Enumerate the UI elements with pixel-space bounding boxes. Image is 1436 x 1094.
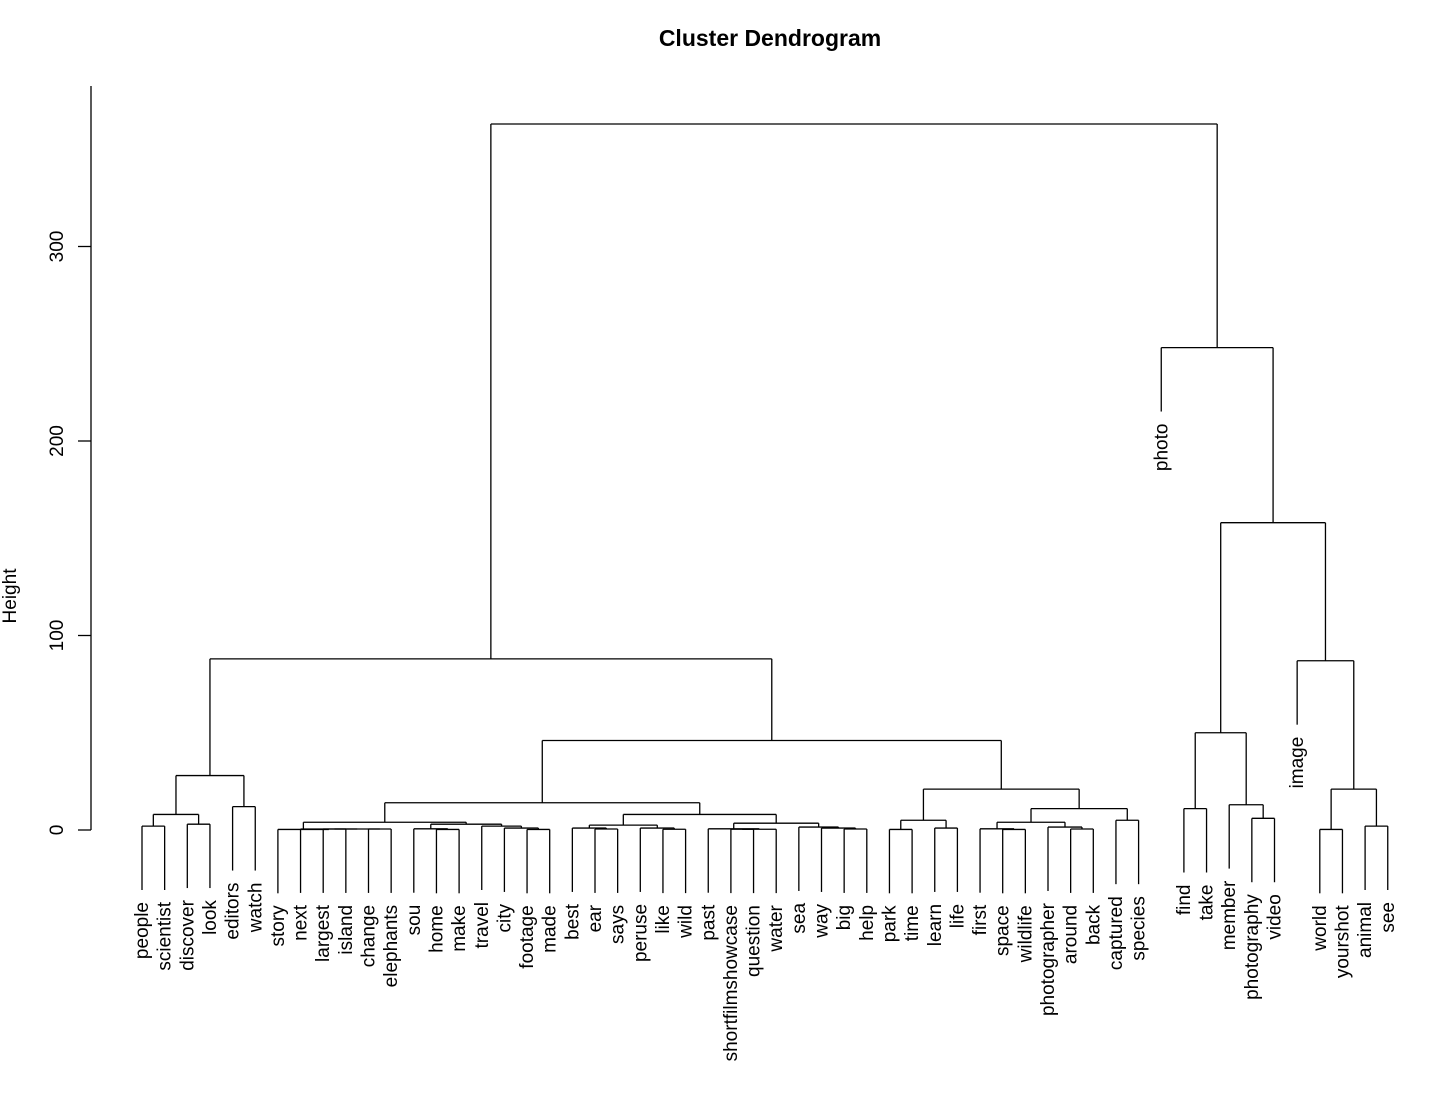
leaf-label-watch: watch <box>245 883 266 934</box>
leaf-label-island: island <box>336 905 357 955</box>
leaf-label-shortfilmshowcase: shortfilmshowcase <box>721 905 742 1061</box>
y-tick-label-300: 300 <box>47 231 68 263</box>
dendrogram-tree <box>141 123 1389 894</box>
leaf-label-change: change <box>359 905 380 967</box>
leaf-label-sea: sea <box>789 903 810 934</box>
leaf-label-yourshot: yourshot <box>1332 905 1353 979</box>
y-tick-label-200: 200 <box>47 425 68 457</box>
leaf-label-take: take <box>1197 884 1218 920</box>
leaf-label-way: way <box>812 903 833 938</box>
leaf-label-elephants: elephants <box>381 905 402 987</box>
leaf-label-made: made <box>540 905 561 953</box>
leaf-label-around: around <box>1061 905 1082 964</box>
leaf-label-footage: footage <box>517 905 538 968</box>
leaf-label-learn: learn <box>925 904 946 946</box>
leaf-label-big: big <box>834 905 855 930</box>
leaf-label-wildlife: wildlife <box>1015 905 1036 963</box>
chart-title: Cluster Dendrogram <box>659 25 881 51</box>
leaf-label-editors: editors <box>223 883 244 940</box>
leaf-label-discover: discover <box>177 899 198 970</box>
leaf-label-see: see <box>1378 902 1399 933</box>
leaf-label-peruse: peruse <box>630 904 651 962</box>
leaf-label-next: next <box>291 904 312 941</box>
leaf-label-video: video <box>1265 894 1286 939</box>
leaf-label-member: member <box>1219 880 1240 950</box>
leaf-label-city: city <box>494 903 515 932</box>
leaf-label-captured: captured <box>1106 896 1127 970</box>
leaf-label-park: park <box>879 905 900 942</box>
leaf-label-says: says <box>608 905 629 944</box>
leaf-label-water: water <box>766 904 787 952</box>
leaf-label-like: like <box>653 905 674 934</box>
leaf-label-photography: photography <box>1242 894 1263 1000</box>
leaf-label-life: life <box>947 904 968 928</box>
leaf-label-ear: ear <box>585 904 606 932</box>
y-axis-label: Height <box>0 568 21 624</box>
leaf-label-sou: sou <box>404 905 425 936</box>
leaf-label-best: best <box>562 903 583 940</box>
leaf-label-make: make <box>449 905 470 951</box>
y-axis: 0 100 200 300 <box>47 86 92 836</box>
leaf-label-people: people <box>132 902 153 959</box>
leaf-label-story: story <box>268 905 289 947</box>
leaf-label-travel: travel <box>472 902 493 948</box>
leaf-label-back: back <box>1083 904 1104 945</box>
y-tick-label-100: 100 <box>47 620 68 652</box>
leaf-label-wild: wild <box>676 905 697 939</box>
leaf-label-look: look <box>200 900 221 935</box>
leaf-label-find: find <box>1174 884 1195 915</box>
leaf-label-world: world <box>1310 905 1331 951</box>
leaf-label-question: question <box>744 905 765 977</box>
leaf-label-photo: photo <box>1151 424 1172 472</box>
leaf-label-largest: largest <box>313 904 334 962</box>
y-tick-label-0: 0 <box>47 825 68 836</box>
leaf-label-species: species <box>1129 896 1150 960</box>
leaf-label-help: help <box>857 905 878 941</box>
leaf-label-photographer: photographer <box>1038 902 1059 1016</box>
leaf-label-scientist: scientist <box>155 901 176 970</box>
leaf-label-space: space <box>993 905 1014 956</box>
leaf-label-first: first <box>970 904 991 935</box>
leaf-label-time: time <box>902 905 923 941</box>
leaf-label-animal: animal <box>1355 902 1376 958</box>
leaf-label-home: home <box>426 905 447 953</box>
leaf-label-image: image <box>1287 737 1308 789</box>
leaf-label-past: past <box>698 904 719 941</box>
